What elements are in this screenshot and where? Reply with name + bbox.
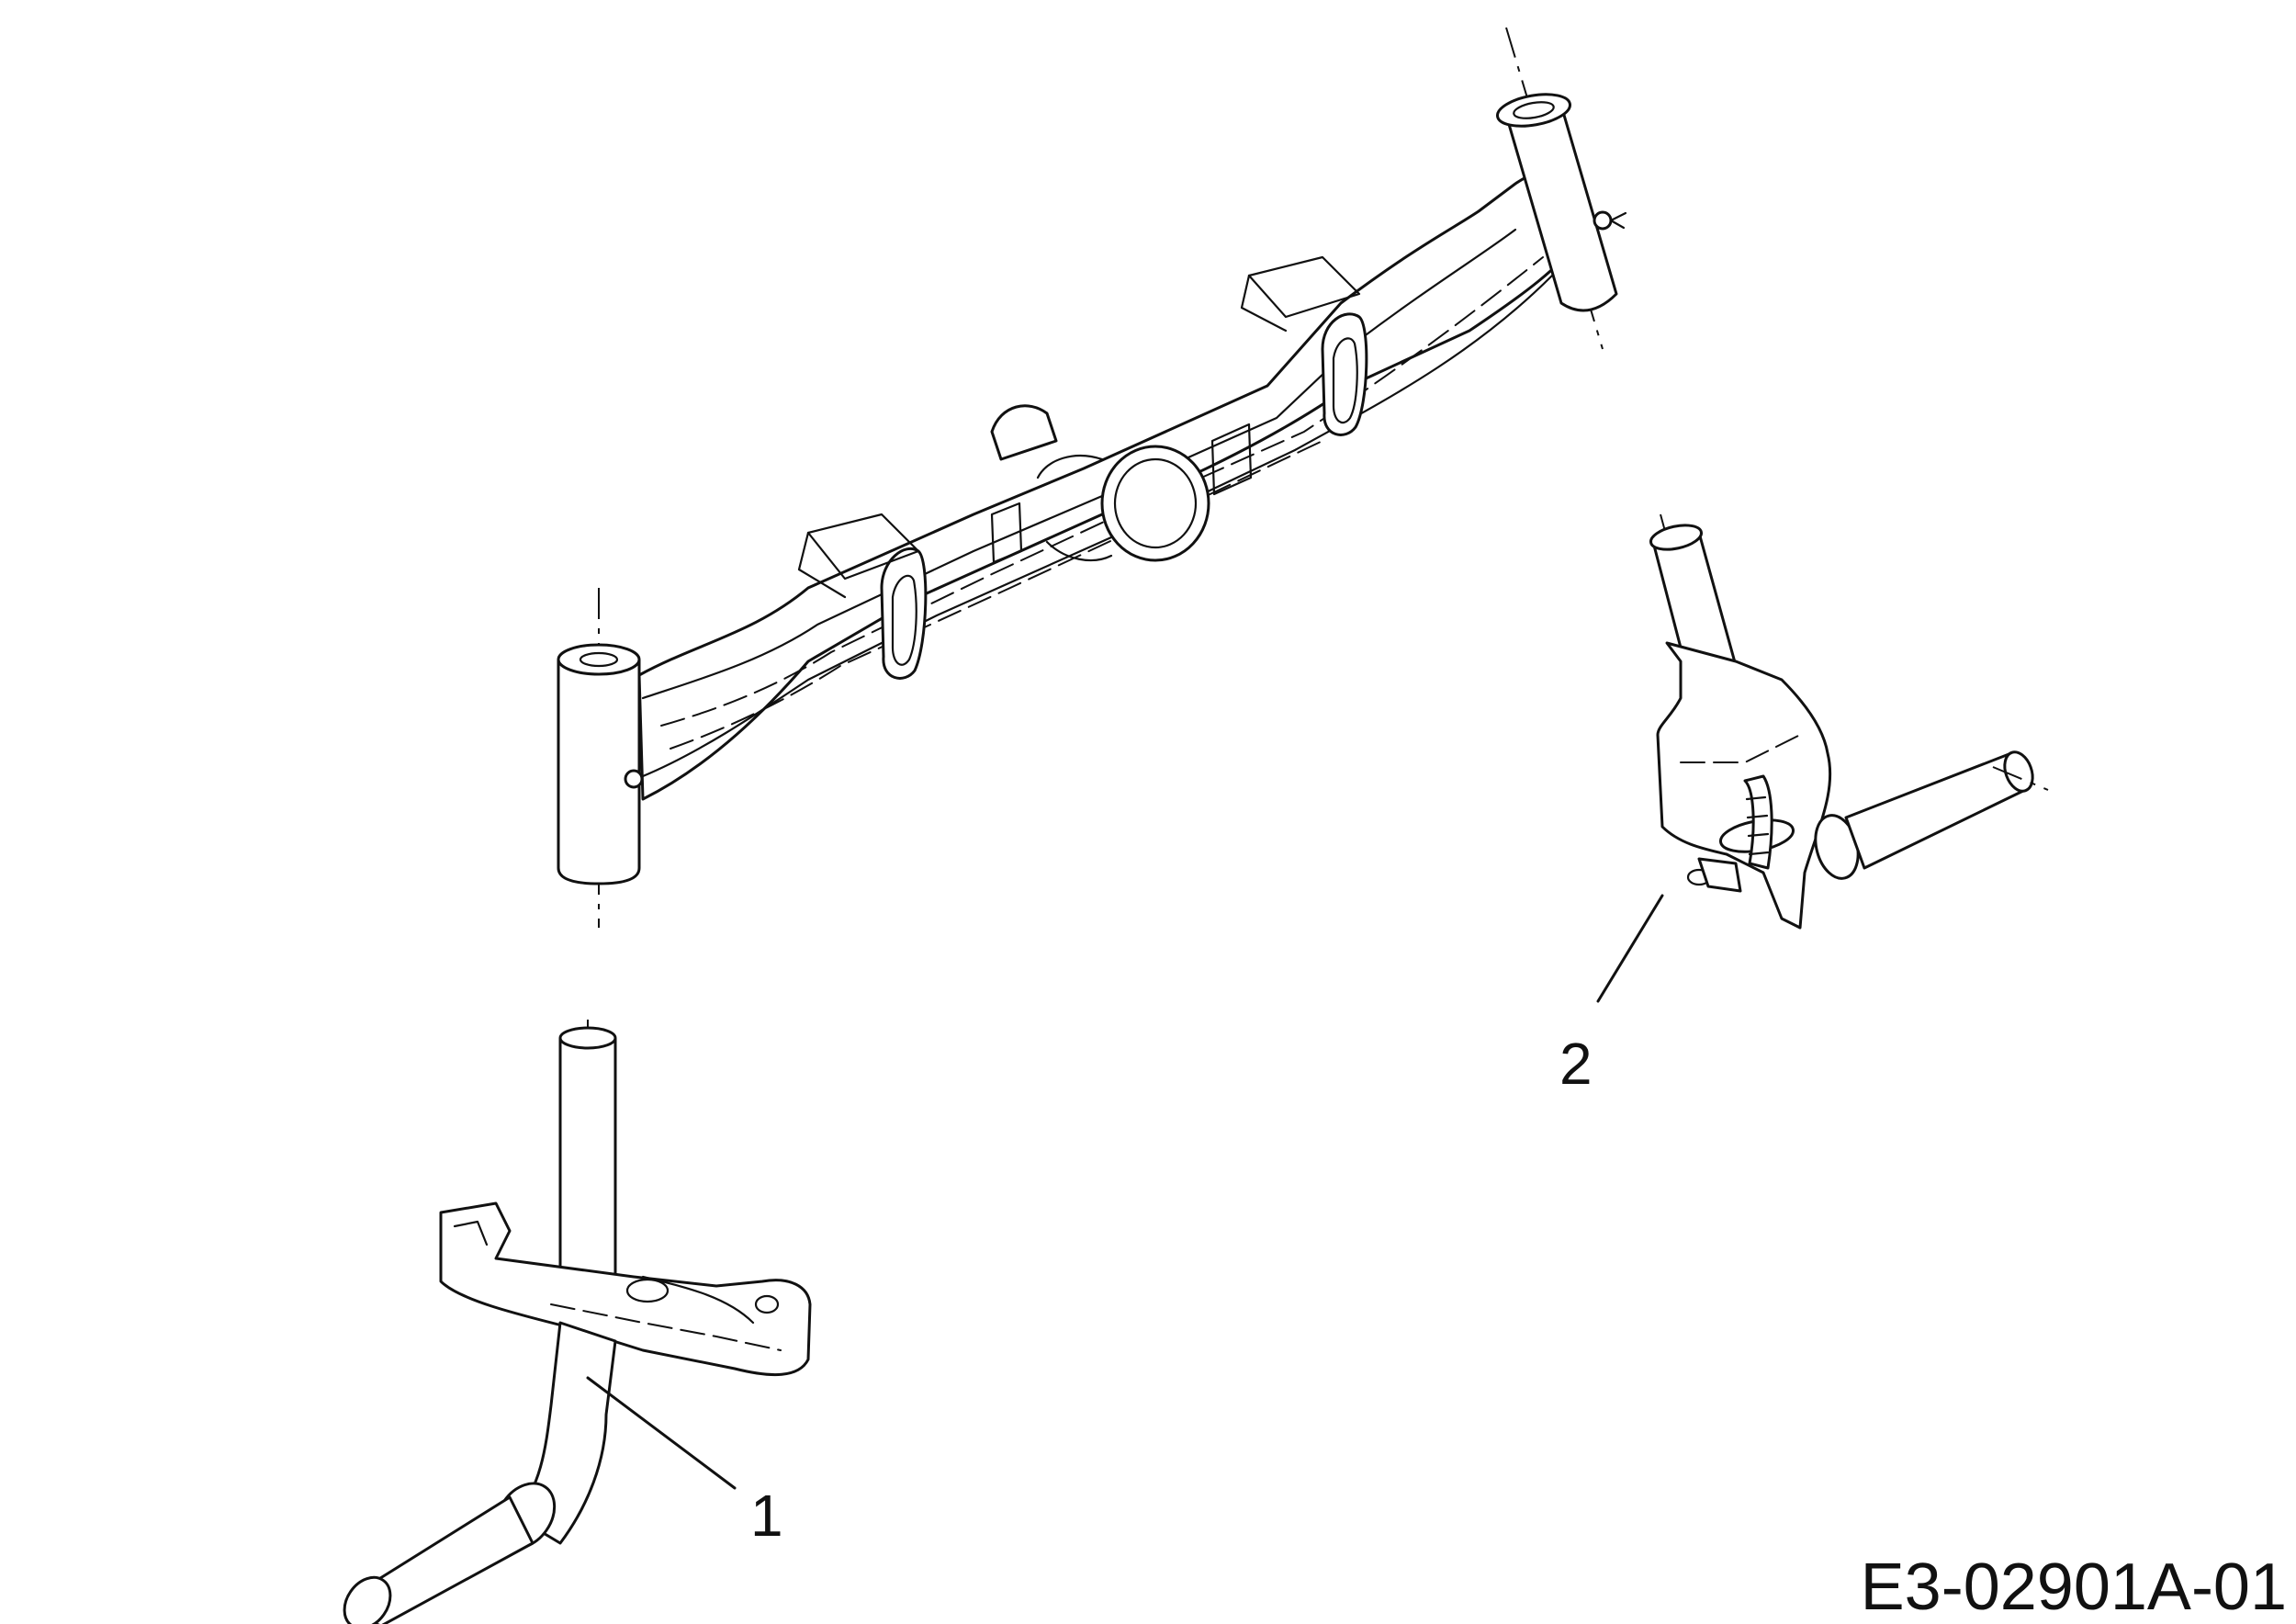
callout-1-label: 1: [750, 1483, 783, 1549]
drawing-code: E3-02901A-01: [1861, 1551, 2287, 1624]
spindle-right-kingpin-top: [1649, 524, 1704, 551]
spindle-left-tie-rod-hole: [754, 1294, 780, 1314]
callout-2-label: 2: [1559, 1031, 1593, 1097]
left-beam-window: [880, 547, 928, 680]
spindle-right: [1649, 513, 2049, 930]
center-pivot-boss: [1100, 445, 1210, 562]
spindle-left-axle-end: [343, 1575, 392, 1624]
callout-2-leader: [1596, 894, 1664, 1003]
spindle-right-knuckle: [1656, 641, 1832, 930]
front-axle-beam: [557, 27, 1627, 928]
spindle-left: [343, 1020, 812, 1624]
right-pivot-tube-top: [1496, 93, 1571, 128]
left-pivot-tube-top: [557, 643, 641, 676]
left-pivot-tube: [557, 660, 641, 885]
spindle-right-axle-end: [2003, 750, 2034, 793]
spindle-left-steering-arm: [439, 1201, 812, 1377]
rear-stub: [990, 404, 1058, 461]
right-pivot-tube: [1504, 105, 1618, 312]
spindle-left-kingpin: [558, 1038, 617, 1293]
right-grease-fitting: [1593, 210, 1613, 231]
spindle-left-kingpin-top: [558, 1026, 617, 1050]
callout-1-leader: [586, 1376, 737, 1490]
left-grease-fitting: [624, 769, 644, 789]
right-beam-window: [1321, 312, 1368, 436]
